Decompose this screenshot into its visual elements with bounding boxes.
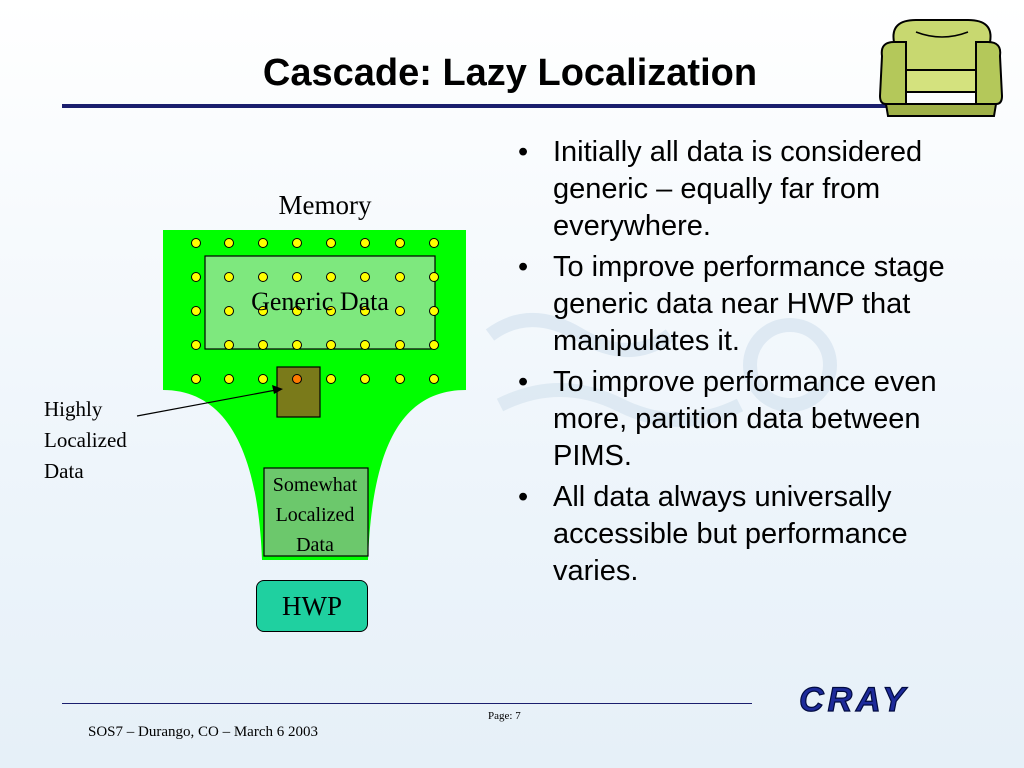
data-dot [224, 272, 234, 282]
data-dot [191, 272, 201, 282]
highly-localized-box [276, 366, 321, 418]
somewhat-localized-label: Somewhat Localized Data [262, 470, 368, 560]
data-dot [258, 306, 268, 316]
somewhat-label-line: Localized [275, 504, 355, 526]
data-dot [395, 272, 405, 282]
highly-label-line: Data [44, 459, 84, 483]
data-dot [292, 238, 302, 248]
memory-diagram [136, 230, 466, 560]
highlighted-dot [292, 374, 302, 384]
data-dot [395, 306, 405, 316]
data-dot [326, 374, 336, 384]
generic-data-label: Generic Data [251, 287, 389, 316]
data-dot [395, 374, 405, 384]
data-dot [429, 306, 439, 316]
data-dot [224, 238, 234, 248]
data-dot [360, 306, 370, 316]
bullet-text: To improve performance even more, partit… [553, 366, 937, 472]
data-dot [395, 340, 405, 350]
watermark-graphic [485, 313, 837, 427]
bullet-dot-icon: • [518, 481, 529, 513]
data-dot [191, 306, 201, 316]
data-dot [191, 238, 201, 248]
title-rule [62, 104, 992, 108]
somewhat-label-line: Somewhat [272, 474, 358, 496]
slide-title: Cascade: Lazy Localization [262, 52, 758, 94]
svg-text:CRAY: CRAY [799, 684, 909, 716]
footer-rule [62, 703, 752, 704]
data-dot [360, 340, 370, 350]
data-dot [326, 306, 336, 316]
data-dot [191, 374, 201, 384]
data-dot [258, 374, 268, 384]
highly-label-line: Highly [44, 397, 103, 421]
data-dot [292, 306, 302, 316]
bullet-text: To improve performance stage generic dat… [553, 251, 945, 357]
data-dot [360, 272, 370, 282]
bullet-item: • All data always universally accessible … [510, 479, 990, 590]
data-dot [326, 272, 336, 282]
data-dot [429, 374, 439, 384]
hwp-box: HWP [256, 580, 368, 632]
generic-data-box [204, 255, 436, 350]
data-dot [258, 238, 268, 248]
somewhat-localized-box [263, 467, 369, 557]
bullet-item: • Initially all data is considered generi… [510, 134, 990, 245]
highly-label-line: Localized [44, 428, 127, 452]
data-dot [429, 340, 439, 350]
cray-logo: CRAY [798, 684, 909, 716]
data-dot [191, 340, 201, 350]
bullet-dot-icon: • [518, 251, 529, 283]
data-dot [224, 374, 234, 384]
bullet-list: • Initially all data is considered generi… [510, 134, 990, 594]
bullet-text: All data always universally accessible b… [553, 481, 908, 587]
somewhat-label-line: Data [296, 534, 334, 556]
data-dot [292, 272, 302, 282]
arrow-head [272, 385, 283, 394]
bullet-dot-icon: • [518, 366, 529, 398]
data-dot [429, 272, 439, 282]
highly-localized-arrow [136, 389, 277, 417]
data-dot [292, 340, 302, 350]
bullet-dot-icon: • [518, 136, 529, 168]
data-dot [224, 340, 234, 350]
data-dots [191, 238, 439, 384]
bullet-item: • To improve performance even more, parti… [510, 364, 990, 475]
data-dot [395, 238, 405, 248]
bullet-text: Initially all data is considered generic… [553, 136, 923, 242]
bullet-item: • To improve performance stage generic da… [510, 249, 990, 360]
page-number: Page: 7 [488, 710, 521, 722]
footer-text: SOS7 – Durango, CO – March 6 2003 [88, 724, 318, 740]
data-dot [224, 306, 234, 316]
data-dot [429, 238, 439, 248]
sofa-icon [878, 19, 1004, 117]
data-dot [360, 238, 370, 248]
data-dot [258, 340, 268, 350]
data-dot [360, 374, 370, 384]
data-dot [326, 340, 336, 350]
highly-localized-label: Highly Localized Data [44, 394, 174, 487]
memory-label: Memory [278, 190, 372, 220]
data-dot [258, 272, 268, 282]
data-dot [326, 238, 336, 248]
